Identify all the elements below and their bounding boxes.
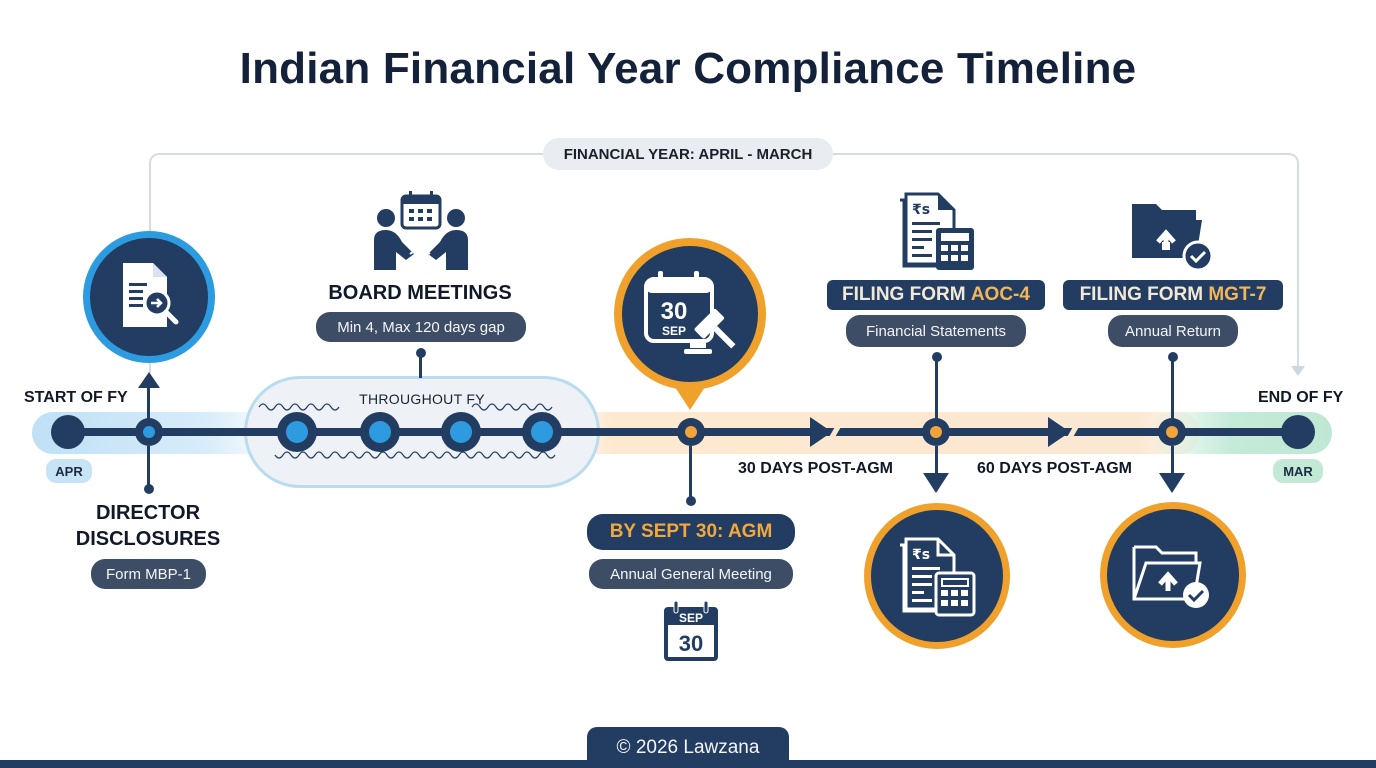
footer-copyright: © 2026 Lawzana — [587, 727, 789, 768]
interval-30-days-label: 30 DAYS POST-AGM — [738, 460, 894, 477]
board-meetings-gap-chip: Min 4, Max 120 days gap — [316, 312, 526, 342]
board-meetings-title: BOARD MEETINGS — [328, 282, 512, 304]
wavy-border-icon — [258, 403, 556, 459]
mgt7-stem-up — [1171, 358, 1174, 420]
mgt7-title-badge: FILING FORM MGT-7 — [1063, 280, 1283, 310]
mgt7-stem-down — [1171, 446, 1174, 476]
aoc4-stem-down — [935, 446, 938, 476]
svg-text:₹s: ₹s — [912, 202, 930, 218]
aoc4-node — [922, 418, 950, 446]
down-arrow-icon — [1159, 473, 1185, 493]
arrow-right-icon — [1048, 417, 1070, 447]
financial-year-pill: FINANCIAL YEAR: APRIL - MARCH — [543, 138, 833, 170]
agm-pin-tip — [673, 384, 707, 410]
agm-subtitle-chip: Annual General Meeting — [589, 559, 793, 589]
board-meeting-node-1 — [277, 412, 317, 452]
director-disclosures-circle — [83, 231, 215, 363]
director-disclosures-title: DIRECTOR DISCLOSURES — [75, 502, 221, 550]
up-arrow-icon — [138, 372, 160, 388]
arrow-right-icon — [810, 417, 832, 447]
mar-badge: MAR — [1273, 459, 1323, 483]
form-mbp1-chip: Form MBP-1 — [91, 559, 206, 589]
board-meeting-node-4 — [522, 412, 562, 452]
mgt7-node — [1158, 418, 1186, 446]
agm-stem — [689, 446, 692, 498]
calendar-sep-30-icon: SEP 30 — [664, 601, 718, 661]
board-meetings-dot — [416, 348, 426, 358]
director-stem-dot — [144, 484, 154, 494]
throughout-fy-label: THROUGHOUT FY — [359, 391, 485, 407]
director-stem-down — [147, 446, 150, 486]
calendar-gavel-icon: 30 SEP — [644, 271, 736, 354]
agm-stem-dot — [686, 496, 696, 506]
start-of-fy-marker — [51, 415, 85, 449]
board-meeting-node-3 — [441, 412, 481, 452]
svg-text:30: 30 — [661, 298, 688, 325]
document-search-icon — [123, 263, 179, 327]
svg-text:SEP: SEP — [679, 611, 703, 625]
folder-upload-check-icon — [1132, 545, 1209, 608]
agm-node — [677, 418, 705, 446]
agm-deadline-badge: BY SEPT 30: AGM — [587, 514, 795, 550]
end-of-fy-label: END OF FY — [1258, 389, 1344, 406]
mgt7-circle — [1100, 502, 1246, 648]
aoc4-dot — [932, 352, 942, 362]
mgt7-subtitle-chip: Annual Return — [1108, 315, 1238, 347]
aoc4-subtitle-chip: Financial Statements — [846, 315, 1026, 347]
director-stem-up — [147, 386, 150, 426]
director-disclosures-node — [135, 418, 163, 446]
handshake-calendar-icon — [374, 191, 468, 270]
interval-60-days-label: 60 DAYS POST-AGM — [977, 460, 1133, 477]
aoc4-stem-up — [935, 358, 938, 420]
folder-upload-check-icon — [1132, 204, 1214, 272]
page-title: Indian Financial Year Compliance Timelin… — [239, 44, 1137, 93]
bracket-arrowhead-icon — [1291, 366, 1305, 376]
start-of-fy-label: START OF FY — [24, 389, 128, 406]
apr-badge: APR — [46, 459, 92, 483]
financial-statement-calculator-icon: ₹s — [900, 537, 976, 617]
board-meeting-node-2 — [360, 412, 400, 452]
end-of-fy-marker — [1281, 415, 1315, 449]
svg-text:SEP: SEP — [662, 324, 686, 338]
svg-text:₹s: ₹s — [912, 547, 930, 563]
mgt7-dot — [1168, 352, 1178, 362]
financial-statement-calculator-icon: ₹s — [900, 192, 974, 270]
board-meetings-stem — [419, 354, 422, 378]
svg-text:30: 30 — [679, 631, 703, 656]
agm-pin-marker: 30 SEP — [614, 238, 766, 390]
down-arrow-icon — [923, 473, 949, 493]
aoc4-title-badge: FILING FORM AOC-4 — [827, 280, 1045, 310]
aoc4-circle: ₹s — [864, 503, 1010, 649]
